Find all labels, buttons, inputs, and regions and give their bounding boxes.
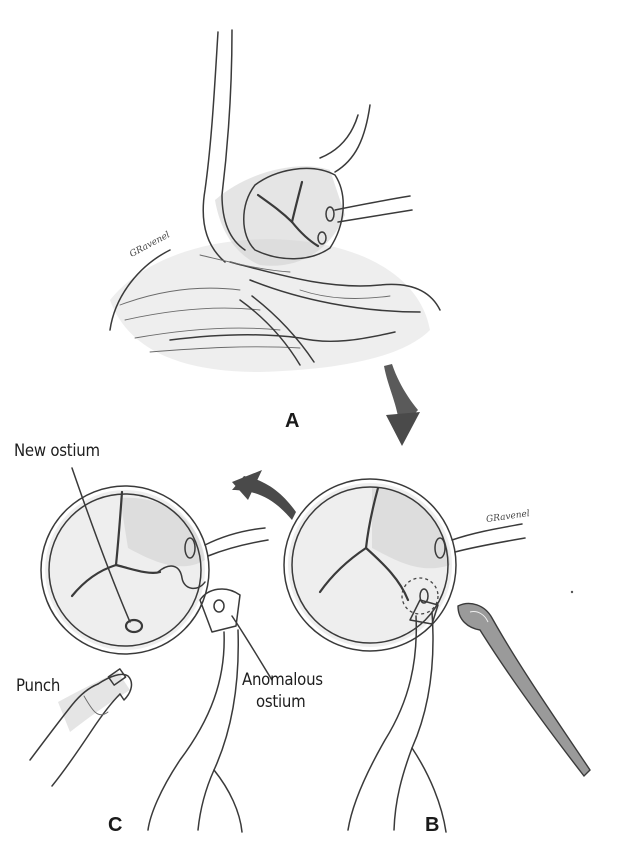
- anomalous-label-line1: Anomalous: [242, 670, 323, 690]
- hidden-ostium-dashed: [401, 577, 439, 615]
- panel-c-drawing: [29, 467, 273, 833]
- speck: [570, 590, 574, 594]
- arrow-a-to-b: [384, 364, 420, 446]
- panel-label-a: A: [285, 410, 300, 432]
- new-ostium-label: New ostium: [14, 441, 100, 461]
- panel-label-c: C: [108, 814, 123, 836]
- new-ostium-leader: [71, 467, 131, 623]
- probe-instrument: [457, 602, 591, 778]
- panel-a-drawing: [109, 29, 441, 372]
- new-ostium-hole: [124, 618, 144, 634]
- anomalous-leader: [231, 615, 273, 681]
- anomalous-label-line2: ostium: [256, 692, 306, 712]
- arrow-b-to-c: [232, 470, 296, 520]
- panel-b-drawing: [283, 478, 591, 833]
- punch-instrument: [29, 668, 133, 787]
- punch-label: Punch: [16, 676, 61, 696]
- panel-label-b: B: [425, 814, 440, 836]
